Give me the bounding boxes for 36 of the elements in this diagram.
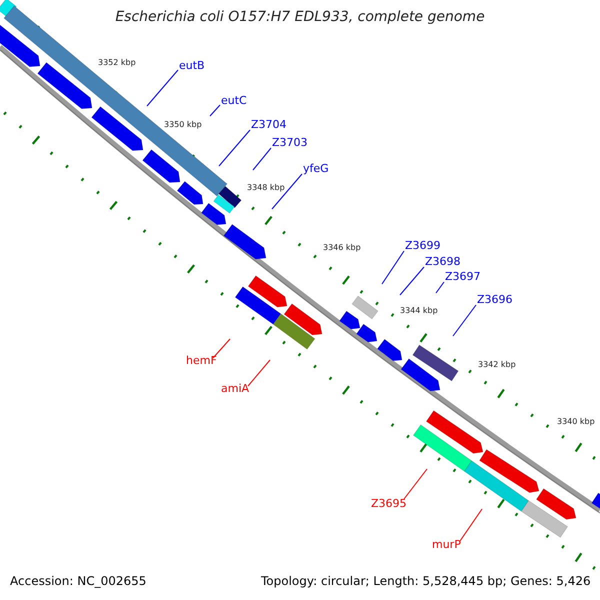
leader-line [218, 130, 250, 166]
position-label: 3348 kbp [247, 184, 285, 192]
position-label: 3352 kbp [98, 59, 136, 67]
gene-label: Z3699 [405, 240, 441, 251]
position-label: 3340 kbp [557, 418, 595, 426]
accession-text: Accession: NC_002655 [10, 575, 146, 587]
position-label: 3342 kbp [478, 361, 516, 369]
gene-label: Z3703 [272, 137, 308, 148]
leader-line [210, 104, 220, 116]
gene-label: yfeG [303, 163, 329, 174]
leader-line [452, 304, 476, 336]
position-label: 3350 kbp [164, 121, 202, 129]
position-label: 3344 kbp [400, 307, 438, 315]
leader-line [382, 250, 404, 284]
leader-line [212, 338, 230, 358]
gene-label: hemF [186, 355, 217, 366]
gene-label: Z3698 [425, 256, 461, 267]
leader-line [436, 282, 444, 294]
leader-line [272, 174, 302, 210]
title-text: Escherichia coli O157:H7 EDL933, complete genome [114, 10, 486, 24]
leader-line [460, 508, 482, 542]
summary-text: Topology: circular; Length: 5,528,445 bp; Genes: 5,426 [261, 575, 591, 587]
gene-label: eutC [221, 95, 247, 106]
gene-label: Z3704 [251, 119, 287, 130]
gene-label: Z3697 [445, 271, 481, 282]
gene-label: eutB [179, 60, 205, 71]
gene-label: amiA [221, 383, 250, 394]
position-label: 3346 kbp [323, 244, 361, 252]
gene-label: murP [432, 539, 461, 550]
leader-line [404, 468, 428, 500]
gene-label: Z3696 [477, 294, 513, 305]
leader-line [146, 70, 178, 106]
leader-line [400, 266, 424, 296]
leader-line [252, 148, 272, 170]
gene-label: Z3695 [371, 498, 407, 509]
leader-line [248, 360, 270, 386]
